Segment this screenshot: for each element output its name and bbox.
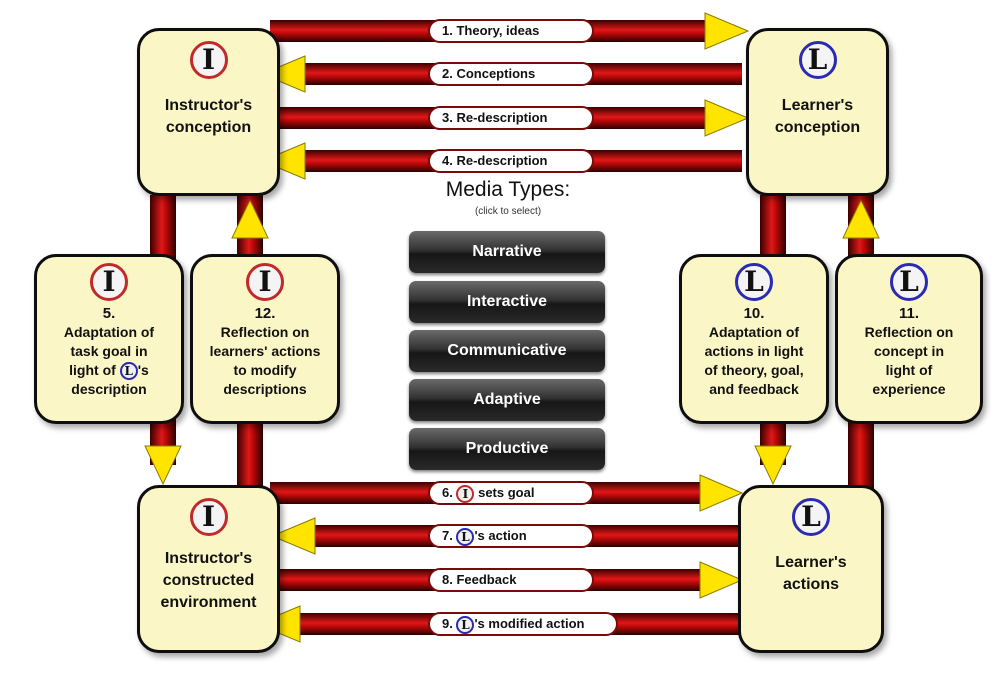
- box-title-line: Instructor's: [164, 97, 253, 114]
- instructor-mini-icon: I: [456, 484, 475, 503]
- arrow-10: [754, 445, 792, 486]
- reflection-concept-box: L 11. Reflection on concept in light of …: [835, 254, 983, 424]
- learner-mini-icon: L: [456, 615, 475, 634]
- flow-label-7: 7. L's action: [428, 524, 594, 548]
- flow-label-3: 3. Re-description: [428, 106, 594, 130]
- learner-icon: L: [890, 263, 928, 301]
- box-title-line: environment: [160, 594, 257, 611]
- learner-icon: L: [792, 498, 830, 536]
- arrow-2: [260, 55, 306, 93]
- box-title-line: conception: [774, 119, 861, 136]
- arrow-12: [231, 198, 269, 239]
- arrow-6: [699, 474, 744, 512]
- box-title-line: constructed: [162, 572, 255, 589]
- instructor-icon: I: [189, 41, 228, 79]
- arrow-7: [270, 517, 316, 555]
- media-types-subtitle: (click to select): [474, 206, 542, 217]
- flow-9-number: 9.: [442, 616, 453, 631]
- box-number: 11.: [898, 305, 920, 322]
- media-productive-button[interactable]: Productive: [409, 428, 605, 470]
- flow-6-number: 6.: [442, 485, 453, 500]
- reflection-learners-actions-box: I 12. Reflection on learners' actions to…: [190, 254, 340, 424]
- arrow-1: [704, 12, 750, 50]
- flow-label-8: 8. Feedback: [428, 568, 594, 592]
- flow-label-4: 4. Re-description: [428, 149, 594, 173]
- box-title-line: actions: [782, 576, 839, 593]
- instructor-conception-box: I Instructor's conception: [137, 28, 280, 196]
- flow-6-text: sets goal: [478, 485, 535, 500]
- box-text-line: concept in: [873, 343, 944, 359]
- learner-actions-box: L Learner's actions: [738, 485, 884, 653]
- flow-label-1: 1. Theory, ideas: [428, 19, 594, 43]
- box-text-line: learners' actions: [209, 343, 321, 359]
- box-text-line: Adaptation of: [63, 324, 155, 340]
- box-text-line: of theory, goal,: [704, 362, 804, 378]
- adaptation-actions-box: L 10. Adaptation of actions in light of …: [679, 254, 829, 424]
- box-title-line: conception: [165, 119, 252, 136]
- learner-icon: L: [735, 263, 773, 301]
- media-interactive-button[interactable]: Interactive: [409, 281, 605, 323]
- flow-7-number: 7.: [442, 528, 453, 543]
- media-adaptive-button[interactable]: Adaptive: [409, 379, 605, 421]
- flow-label-2: 2. Conceptions: [428, 62, 594, 86]
- adaptation-task-goal-box: I 5. Adaptation of task goal in light of…: [34, 254, 184, 424]
- box-text-line: light of: [885, 362, 933, 378]
- box-text-line: descriptions: [223, 381, 307, 397]
- box-title-line: Instructor's: [164, 550, 253, 567]
- learner-conception-box: L Learner's conception: [746, 28, 889, 196]
- box-text-line: experience: [872, 381, 946, 397]
- box-text-line: Adaptation of: [708, 324, 800, 340]
- box-title-line: Learner's: [781, 97, 854, 114]
- learner-icon: L: [798, 41, 837, 79]
- flow-label-6: 6. I sets goal: [428, 481, 594, 505]
- box-text-line: actions in light: [704, 343, 804, 359]
- learner-mini-icon: L: [119, 362, 138, 381]
- instructor-icon: I: [90, 263, 128, 301]
- arrow-3: [704, 99, 750, 137]
- instructor-icon: I: [189, 498, 228, 536]
- box-text-part: light of: [69, 362, 116, 378]
- flow-7-text: 's action: [474, 528, 527, 543]
- box-text-line: task goal in: [70, 343, 148, 359]
- media-types-title: Media Types:: [445, 178, 571, 201]
- media-communicative-button[interactable]: Communicative: [409, 330, 605, 372]
- box-number: 10.: [743, 305, 765, 322]
- box-number: 12.: [254, 305, 276, 322]
- box-text-line: Reflection on: [220, 324, 310, 340]
- box-text-line: description: [71, 381, 147, 398]
- box-text-line: and feedback: [709, 381, 799, 397]
- instructor-environment-box: I Instructor's constructed environment: [137, 485, 280, 653]
- box-text-line: Reflection on: [864, 324, 954, 340]
- box-text-line: to modify: [233, 362, 297, 378]
- box-number: 5.: [102, 305, 116, 322]
- arrow-8: [699, 561, 744, 599]
- arrow-5: [144, 445, 182, 486]
- instructor-icon: I: [246, 263, 284, 301]
- arrow-11: [842, 198, 880, 239]
- box-text-part: 's: [137, 362, 149, 378]
- arrow-4: [260, 142, 306, 180]
- flow-9-text: 's modified action: [474, 616, 585, 631]
- media-narrative-button[interactable]: Narrative: [409, 231, 605, 273]
- learner-mini-icon: L: [456, 527, 475, 546]
- box-text-line: light of L's: [37, 361, 181, 381]
- flow-label-9: 9. L's modified action: [428, 612, 618, 636]
- box-title-line: Learner's: [775, 554, 847, 571]
